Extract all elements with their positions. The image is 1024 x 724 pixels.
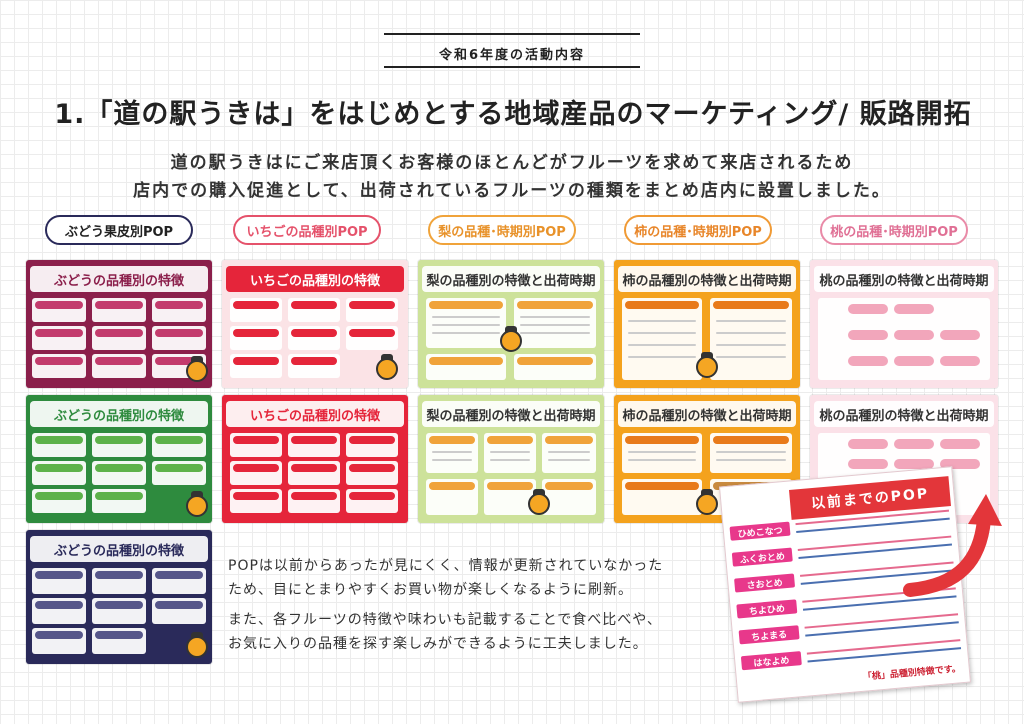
poster-strawberry-1: いちごの品種別の特徴 [222, 260, 408, 388]
poster-title: ぶどうの品種別の特徴 [30, 536, 208, 562]
category-pill-pear: 梨の品種･時期別POP [428, 215, 576, 245]
poster-grape-green: ぶどうの品種別の特徴 [26, 395, 212, 523]
poster-title: 柿の品種別の特徴と出荷時期 [618, 401, 796, 427]
poster-title: 桃の品種別の特徴と出荷時期 [814, 401, 994, 427]
section-label: 令和6年度の活動内容 [438, 48, 586, 63]
arrow-icon [903, 494, 1002, 597]
page-title: 1.「道の駅うきは」をはじめとする地域産品のマーケティング/ 販路開拓 [54, 99, 972, 130]
poster-title: ぶどうの品種別の特徴 [30, 266, 208, 292]
poster-kaki-2: 柿の品種別の特徴と出荷時期 [614, 395, 800, 523]
category-pill-peach: 桃の品種･時期別POP [820, 215, 968, 245]
description-line-4: お気に入りの品種を探す楽しみができるように工夫しました。 [228, 636, 648, 652]
header-bottom-rule [384, 66, 640, 68]
mascot-icon [696, 489, 718, 515]
description-line-2: ため、目にとまりやすくお買い物が楽しくなるように刷新。 [228, 582, 633, 598]
poster-title: いちごの品種別の特徴 [226, 401, 404, 427]
poster-grape-black: ぶどうの品種別の特徴 [26, 530, 212, 664]
intro-line-2: 店内での購入促進として、出荷されているフルーツの種類をまとめ店内に設置しました。 [133, 181, 891, 201]
poster-title: 梨の品種別の特徴と出荷時期 [422, 266, 600, 292]
poster-pear-2: 梨の品種別の特徴と出荷時期 [418, 395, 604, 523]
intro-line-1: 道の駅うきはにご来店頂くお客様のほとんどがフルーツを求めて来店されるため [170, 153, 854, 173]
mascot-icon [186, 632, 208, 658]
poster-title: 梨の品種別の特徴と出荷時期 [422, 401, 600, 427]
description-line-1: POPは以前からあったが見にくく、情報が更新されていなかった [228, 558, 664, 574]
mascot-icon [500, 326, 522, 352]
category-pill-grape: ぶどう果皮別POP [45, 215, 193, 245]
category-pill-kaki: 柿の品種･時期別POP [624, 215, 772, 245]
mascot-icon [186, 491, 208, 517]
poster-pear-1: 梨の品種別の特徴と出荷時期 [418, 260, 604, 388]
poster-grape-red: ぶどうの品種別の特徴 [26, 260, 212, 388]
mascot-icon [528, 489, 550, 515]
poster-title: 桃の品種別の特徴と出荷時期 [814, 266, 994, 292]
mascot-icon [696, 352, 718, 378]
poster-title: ぶどうの品種別の特徴 [30, 401, 208, 427]
description-line-3: また、各フルーツの特徴や味わいも記載することで食べ比べや、 [228, 612, 662, 628]
poster-title: いちごの品種別の特徴 [226, 266, 404, 292]
poster-strawberry-2: いちごの品種別の特徴 [222, 395, 408, 523]
category-pill-strawberry: いちごの品種別POP [233, 215, 381, 245]
header-top-rule [384, 33, 640, 35]
mascot-icon [186, 356, 208, 382]
poster-peach-1: 桃の品種別の特徴と出荷時期 [810, 260, 998, 388]
poster-kaki-1: 柿の品種別の特徴と出荷時期 [614, 260, 800, 388]
mascot-icon [376, 354, 398, 380]
poster-title: 柿の品種別の特徴と出荷時期 [618, 266, 796, 292]
